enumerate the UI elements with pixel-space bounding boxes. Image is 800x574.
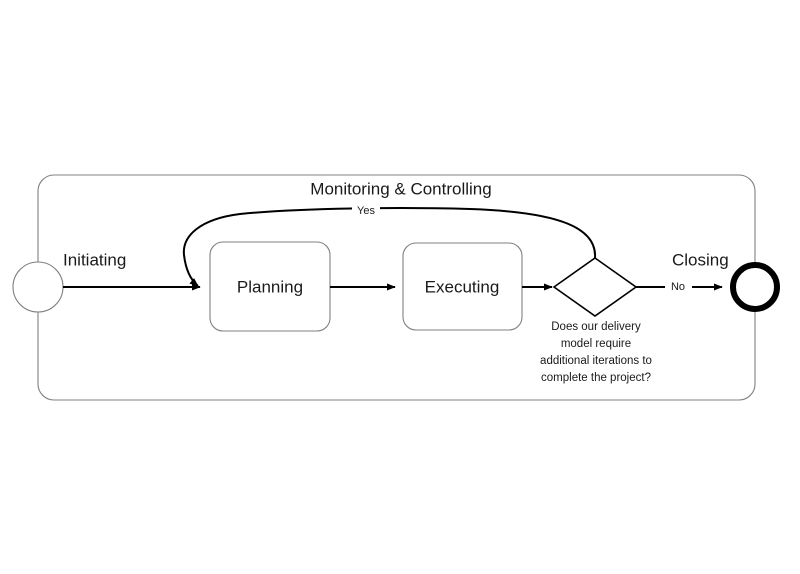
decision-question-line-3: additional iterations to <box>540 355 652 367</box>
label-closing: Closing <box>672 250 729 269</box>
edge-loop-yes <box>182 207 597 287</box>
yes-label-backdrop <box>352 204 380 219</box>
container-title: Monitoring & Controlling <box>310 179 491 198</box>
decision-question-line-4: complete the project? <box>541 372 651 384</box>
end-node[interactable] <box>730 262 780 312</box>
start-node[interactable] <box>12 261 64 313</box>
decision-question-line-1: Does our delivery <box>551 321 641 333</box>
node-decision[interactable] <box>552 257 638 317</box>
container-title-backdrop <box>295 178 510 200</box>
node-planning-label: Planning <box>237 277 303 296</box>
no-label-backdrop <box>665 279 692 294</box>
decision-question-line-2: model require <box>561 338 631 350</box>
label-initiating: Initiating <box>63 250 126 269</box>
node-executing-label: Executing <box>425 277 500 296</box>
edge-label-no: No <box>671 281 685 293</box>
edge-label-yes: Yes <box>357 205 375 217</box>
